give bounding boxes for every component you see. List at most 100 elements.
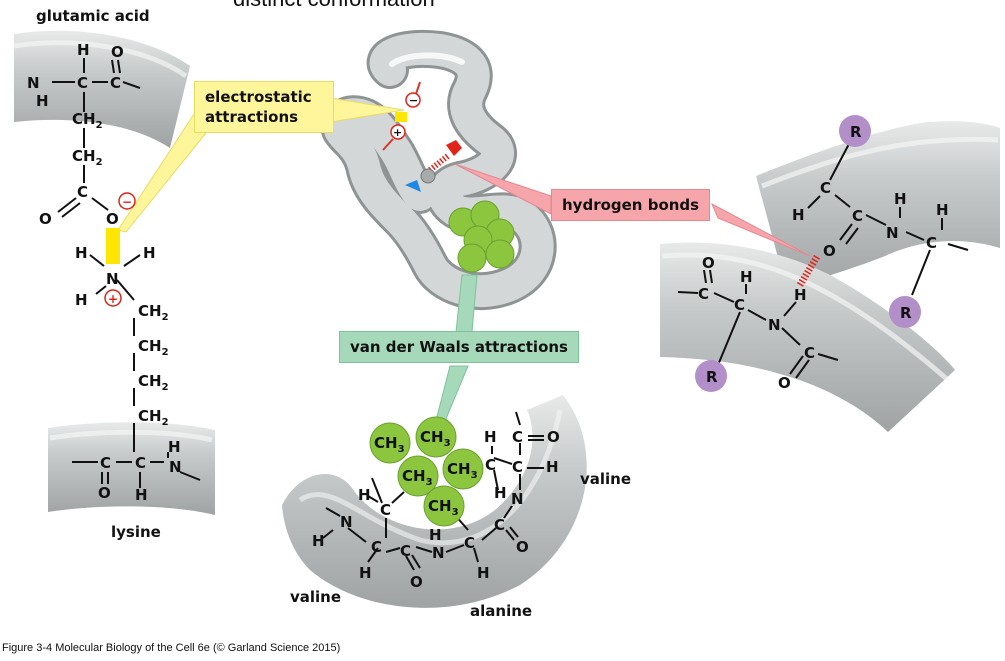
r-group-left (695, 360, 727, 392)
atom-ch2: CH2 (138, 372, 169, 393)
atom-c: C (734, 296, 745, 314)
atom-o: O (410, 573, 423, 591)
atom-ch2: CH2 (72, 147, 103, 168)
ribbon-glutamic-acid-highlight (13, 40, 188, 79)
protein-oxygen-atom (446, 140, 462, 156)
atom-n: N (432, 544, 445, 562)
atom-n: N (106, 270, 119, 288)
atom-o: O (39, 210, 52, 228)
minus-sign: − (122, 195, 132, 209)
protein-minus-sign: − (409, 94, 418, 107)
callout-hydrogen-bonds: hydrogen bonds (551, 189, 711, 221)
atom-c: C (512, 458, 523, 476)
atom-c: C (110, 74, 121, 92)
atom-c: C (494, 516, 505, 534)
label-alanine: alanine (470, 602, 533, 620)
ribbon-lysine (48, 422, 215, 515)
atom-c: C (380, 501, 391, 519)
ribbon-lower-right-highlight (661, 252, 950, 382)
methyl-label: CH3 (428, 497, 459, 518)
atom-n: N (768, 316, 781, 334)
atom-h: H (36, 92, 49, 110)
ribbon-bottom-u (282, 395, 587, 608)
atom-n: N (27, 74, 40, 92)
atom-h: H (894, 190, 907, 208)
atom-ch2: CH2 (138, 407, 169, 428)
glutamate-minus-charge (118, 192, 136, 210)
figure-caption-top: distinct conformation (233, 0, 435, 12)
atom-ch2: CH2 (138, 337, 169, 358)
atom-h: H (359, 564, 372, 582)
atom-n: N (511, 490, 524, 508)
label-glutamic-acid: glutamic acid (36, 7, 150, 25)
figure-credit: Figure 3-4 Molecular Biology of the Cell… (2, 642, 341, 654)
atom-c: C (464, 534, 475, 552)
atom-o: O (111, 43, 124, 61)
atom-o: O (778, 374, 791, 392)
atom-ch2: CH2 (138, 302, 169, 323)
glutamate-lysine-electrostatic-mark (106, 228, 120, 264)
atom-o: O (516, 538, 529, 556)
label-valine-left: valine (290, 588, 342, 606)
methyl-label: CH3 (402, 467, 433, 488)
atom-h: H (77, 41, 90, 59)
methyl-label: CH3 (447, 460, 478, 481)
atom-c: C (77, 74, 88, 92)
r-group-right (889, 296, 921, 328)
atom-c: C (512, 428, 523, 446)
methyl-circle (423, 485, 465, 527)
atom-n: N (340, 513, 353, 531)
atom-c: C (135, 454, 146, 472)
callout-electrostatic-line1: electrostatic (205, 88, 312, 106)
atom-h: H (936, 201, 949, 219)
protein-hydrogen-atom (420, 168, 436, 184)
atom-c: C (100, 454, 111, 472)
atom-h: H (792, 206, 805, 224)
atom-c: C (77, 183, 88, 201)
atom-h: H (740, 268, 753, 286)
glutamic-acid-atoms: H O N H C C CH2 CH2 C O O − H H N H + CH… (27, 41, 182, 504)
label-lysine: lysine (111, 523, 161, 541)
atom-c: C (698, 285, 709, 303)
methyl-circle (415, 416, 457, 458)
atom-ch2: CH2 (72, 110, 103, 131)
atom-o: O (547, 428, 560, 446)
bottom-residues-bonds (322, 411, 544, 571)
r-group-top (839, 115, 871, 147)
protein-minus-charge (405, 92, 421, 108)
bottom-residues-atoms: CH3 CH3 CH3 CH3 CH3 N H H C C H C O N H … (312, 428, 560, 591)
atom-r: R (900, 304, 912, 322)
atom-h: H (75, 244, 88, 262)
protein-hbond-mark (428, 152, 451, 173)
atom-h: H (135, 486, 148, 504)
atom-c: C (400, 542, 411, 560)
right-residues-atoms: R R R C H C O N H C H O C C H H N C O (698, 123, 949, 392)
atom-c: C (485, 456, 496, 474)
callout-electrostatic: electrostatic attractions (194, 81, 334, 133)
ribbon-lower-right (660, 242, 955, 432)
atom-n: N (169, 458, 182, 476)
folded-protein: − + (320, 30, 557, 311)
callout-electrostatic-line2: attractions (205, 108, 299, 126)
backbone-ribbons (13, 30, 1000, 608)
ribbon-upper-right (756, 121, 1000, 291)
methyl-groups (369, 416, 484, 527)
atom-h: H (168, 438, 181, 456)
atom-c: C (804, 344, 815, 362)
glutamic-acid-structure (52, 58, 201, 488)
callout-connectors (117, 94, 811, 439)
atom-h: H (477, 564, 490, 582)
ribbon-bottom-u-highlight (298, 409, 563, 546)
ribbon-glutamic-acid (14, 30, 190, 148)
protein-plus-charge (390, 124, 406, 140)
atom-r: R (850, 123, 862, 141)
atom-h: H (484, 428, 497, 446)
atom-c: C (926, 234, 937, 252)
ribbon-upper-right-highlight (761, 136, 999, 189)
plus-sign: + (108, 292, 118, 306)
atom-h: H (312, 532, 325, 550)
atom-o: O (98, 484, 111, 502)
atom-r: R (706, 368, 718, 386)
atom-h: H (494, 484, 507, 502)
